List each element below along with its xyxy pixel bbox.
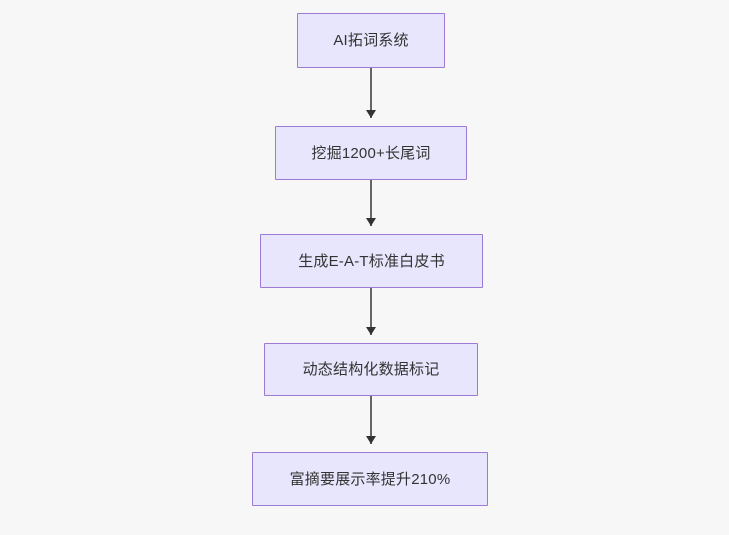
arrowhead-icon: [366, 218, 376, 226]
edge-line: [370, 68, 372, 118]
arrowhead-icon: [366, 436, 376, 444]
flow-node-ai-keyword-system[interactable]: AI拓词系统: [297, 13, 445, 68]
arrowhead-icon: [366, 327, 376, 335]
arrowhead-icon: [366, 110, 376, 118]
flow-node-mine-longtail-keywords[interactable]: 挖掘1200+长尾词: [275, 126, 467, 180]
edge-line: [370, 180, 372, 226]
flow-node-dynamic-structured-data-markup[interactable]: 动态结构化数据标记: [264, 343, 478, 396]
flow-node-generate-eat-whitepaper[interactable]: 生成E-A-T标准白皮书: [260, 234, 483, 288]
flow-node-label: 富摘要展示率提升210%: [289, 470, 451, 488]
edge-line: [370, 288, 372, 335]
flow-node-rich-snippet-rate-increase[interactable]: 富摘要展示率提升210%: [252, 452, 488, 506]
flow-node-label: 挖掘1200+长尾词: [311, 144, 431, 162]
edge-line: [370, 396, 372, 444]
flow-node-label: 生成E-A-T标准白皮书: [298, 252, 445, 270]
flow-node-label: 动态结构化数据标记: [302, 361, 440, 378]
flow-node-label: AI拓词系统: [333, 32, 409, 49]
